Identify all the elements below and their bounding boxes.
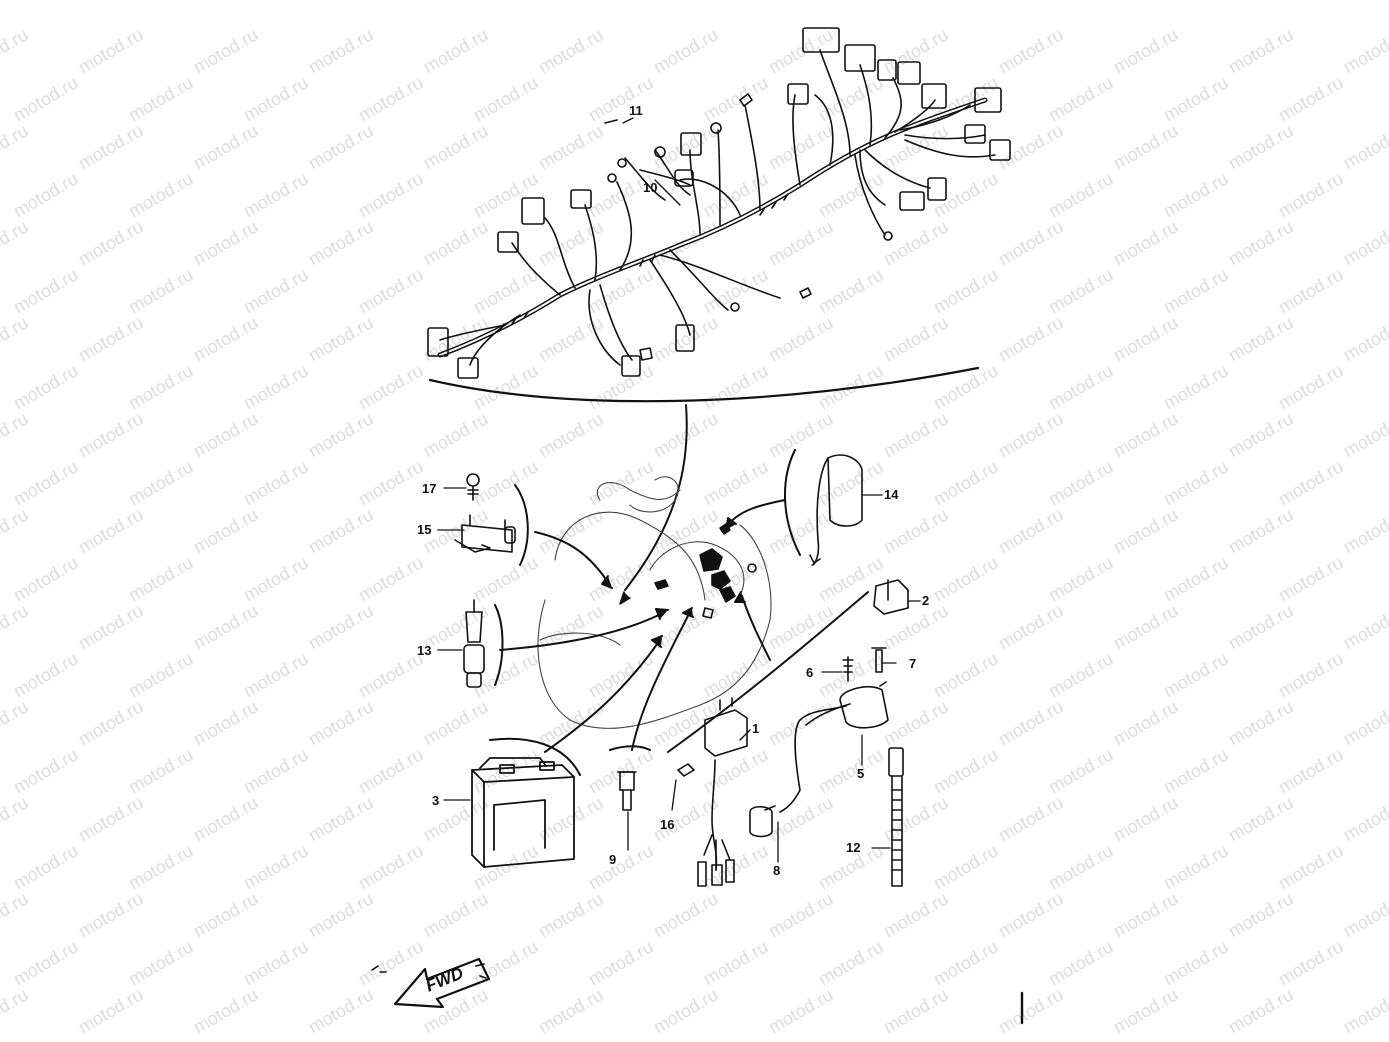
callout-8: 8 <box>773 863 781 878</box>
part-7-screw <box>871 647 887 673</box>
part-12-cable-tie <box>888 747 904 887</box>
part-6-screw <box>842 656 854 682</box>
callout-2: 2 <box>922 593 930 608</box>
part-9-switch <box>617 771 637 811</box>
callout-7: 7 <box>909 656 917 671</box>
callout-16: 16 <box>660 817 675 832</box>
scooter-outline <box>537 476 772 729</box>
callout-9: 9 <box>609 852 617 867</box>
callout-5: 5 <box>857 766 865 781</box>
part-14-sensor <box>809 454 863 566</box>
callout-3: 3 <box>432 793 440 808</box>
callout-12: 12 <box>846 840 861 855</box>
harness-pointer <box>624 404 688 591</box>
callout-13: 13 <box>417 643 432 658</box>
fwd-arrow <box>371 957 491 1009</box>
callout-1: 1 <box>752 721 760 736</box>
part-16-screw <box>677 763 695 777</box>
callout-6: 6 <box>806 665 814 680</box>
part-17-screw <box>466 473 480 501</box>
callout-14: 14 <box>884 487 899 502</box>
bracket-arcs <box>489 449 869 776</box>
part-13-fuse-holder <box>463 599 485 688</box>
part-1-cdi-unit <box>697 697 748 887</box>
part-8-plug-cap <box>749 805 776 838</box>
callout-11: 11 <box>629 103 643 118</box>
leader-lines <box>437 117 921 863</box>
wire-harness <box>427 27 1011 379</box>
part-2-relay <box>873 579 909 615</box>
part-15-rectifier <box>454 514 516 553</box>
pointer-arrows <box>499 499 786 753</box>
part-5-coil <box>779 681 889 813</box>
part-3-battery <box>471 757 575 868</box>
callout-10: 10 <box>643 180 658 195</box>
mounted-components <box>654 523 757 619</box>
callout-17: 17 <box>422 481 437 496</box>
callout-15: 15 <box>417 522 432 537</box>
separator-line <box>428 366 980 403</box>
